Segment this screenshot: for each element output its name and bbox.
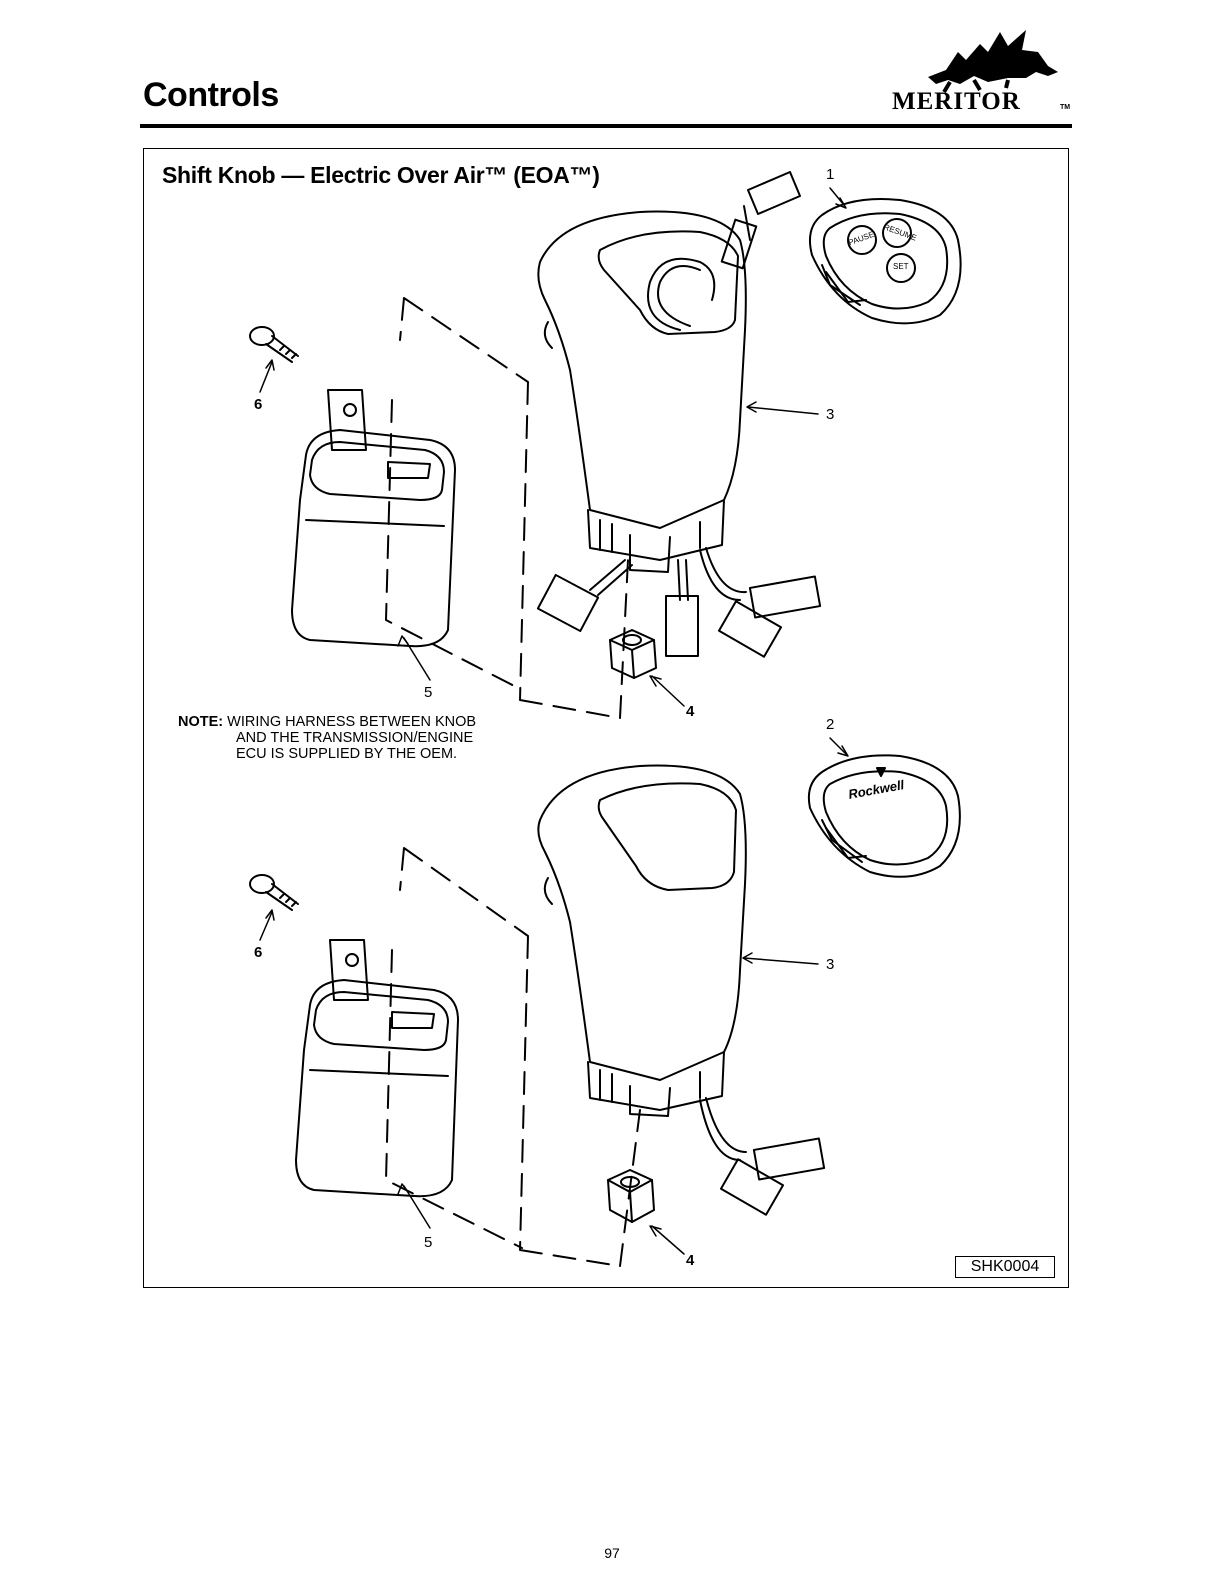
callout-3-bottom: 3 <box>826 956 835 973</box>
housing-5-top <box>291 389 456 648</box>
section-title: Controls <box>143 76 279 114</box>
figure-id: SHK0004 <box>955 1256 1055 1278</box>
header-rule <box>140 124 1072 128</box>
callout-5-bottom: 5 <box>424 1234 433 1251</box>
callout-6-top: 6 <box>254 396 263 413</box>
harness-loop <box>647 171 801 331</box>
housing-5-bottom <box>295 939 459 1198</box>
set-button-label: SET <box>893 262 909 271</box>
screw-6-bottom <box>249 874 299 911</box>
switch-module-1 <box>809 198 962 325</box>
note-label: NOTE: <box>178 714 224 730</box>
leader-lines <box>259 187 849 1255</box>
callout-6-bottom: 6 <box>254 944 263 961</box>
note-line-3: ECU IS SUPPLIED BY THE OEM. <box>236 746 458 762</box>
figure-title: Shift Knob — Electric Over Air™ (EOA™) <box>162 162 600 188</box>
screw-6-top <box>249 326 299 363</box>
note-line-1: WIRING HARNESS BETWEEN KNOB <box>227 714 477 730</box>
callout-4-bottom: 4 <box>686 1252 695 1269</box>
pigtail-connectors-top <box>536 547 822 658</box>
callout-1: 1 <box>826 166 835 183</box>
nut-4-top <box>609 629 657 679</box>
wiring-note: NOTE: WIRING HARNESS BETWEEN KNOB AND TH… <box>178 714 476 762</box>
figure-frame <box>143 148 1069 1288</box>
knob-body-top <box>537 210 747 573</box>
cover-2 <box>807 754 961 878</box>
note-line-2: AND THE TRANSMISSION/ENGINE <box>236 730 474 746</box>
callout-2: 2 <box>826 716 835 733</box>
logo-trademark: TM <box>1060 104 1071 111</box>
callout-5-top: 5 <box>424 684 433 701</box>
logo-wordmark: MERITOR <box>892 88 1021 115</box>
callout-4-top: 4 <box>686 703 695 720</box>
callout-3-top: 3 <box>826 406 835 423</box>
knob-body-bottom <box>537 764 747 1117</box>
pigtail-connectors-bottom <box>699 1097 826 1216</box>
meritor-bull-logo <box>928 30 1058 94</box>
page-number: 97 <box>604 1545 620 1561</box>
